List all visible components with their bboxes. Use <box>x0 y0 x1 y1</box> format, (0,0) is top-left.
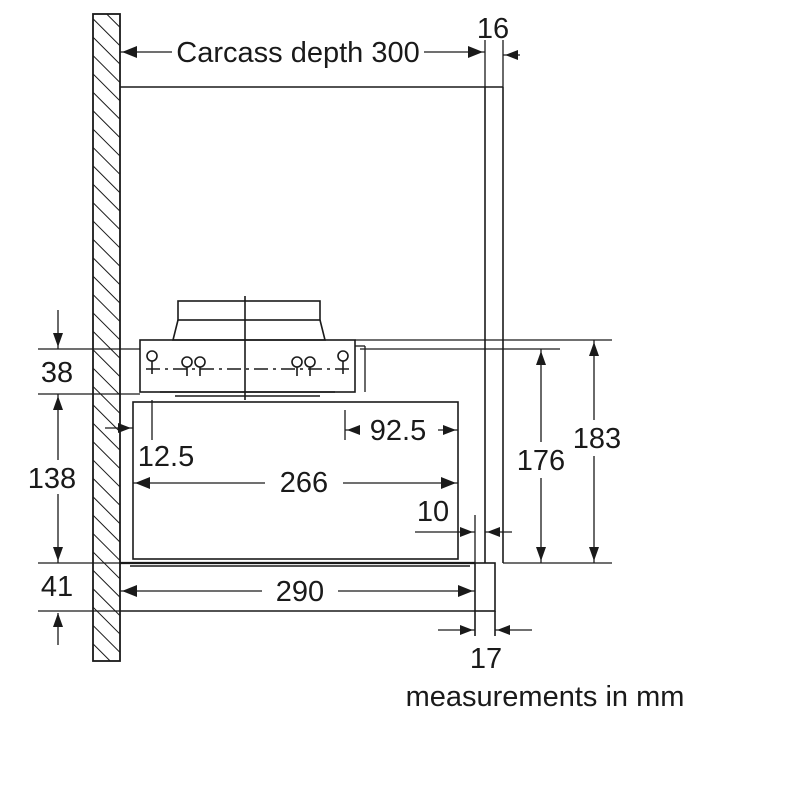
cabinet-carcass <box>120 86 504 563</box>
bottom-panel-height-label: 41 <box>41 571 73 603</box>
hood-body-height-label: 138 <box>28 463 76 495</box>
dimension-overall-heights: 176 183 <box>355 339 628 564</box>
overall-height-outer-label: 183 <box>573 423 621 455</box>
dimension-front-gap: 10 <box>415 496 512 563</box>
top-clearance-label: 38 <box>41 357 73 389</box>
body-width-label: 266 <box>280 467 328 499</box>
keyhole-icon <box>146 350 158 374</box>
dimension-carcass-depth: Carcass depth 300 <box>120 34 504 87</box>
front-handle <box>474 562 496 636</box>
bracket-offset-right-label: 92.5 <box>370 415 426 447</box>
dimension-bracket-offsets: 12.5 92.5 <box>105 400 458 473</box>
front-thickness-label: 16 <box>477 13 509 45</box>
bracket-offset-left-label: 12.5 <box>138 441 194 473</box>
dimension-front-thickness: 16 <box>477 13 520 60</box>
keyhole-icon <box>291 356 316 376</box>
dimension-body-width: 266 <box>133 464 458 500</box>
hood-body <box>120 401 475 612</box>
handle-depth-label: 17 <box>470 643 502 675</box>
extraction-depth-label: 290 <box>276 576 324 608</box>
carcass-depth-label: Carcass depth 300 <box>176 37 419 69</box>
keyhole-icon <box>337 350 349 374</box>
fan-motor-unit <box>171 296 327 400</box>
dimension-chain-left: 38 138 41 <box>20 310 140 645</box>
overall-height-inner-label: 176 <box>517 445 565 477</box>
mounting-bracket <box>139 339 366 397</box>
keyhole-icon <box>181 356 206 376</box>
wall <box>92 13 121 662</box>
dimension-handle-depth: 17 <box>438 625 532 675</box>
units-note: measurements in mm <box>406 681 685 713</box>
front-gap-label: 10 <box>417 496 449 528</box>
dimension-extraction-depth: 290 <box>120 572 475 608</box>
